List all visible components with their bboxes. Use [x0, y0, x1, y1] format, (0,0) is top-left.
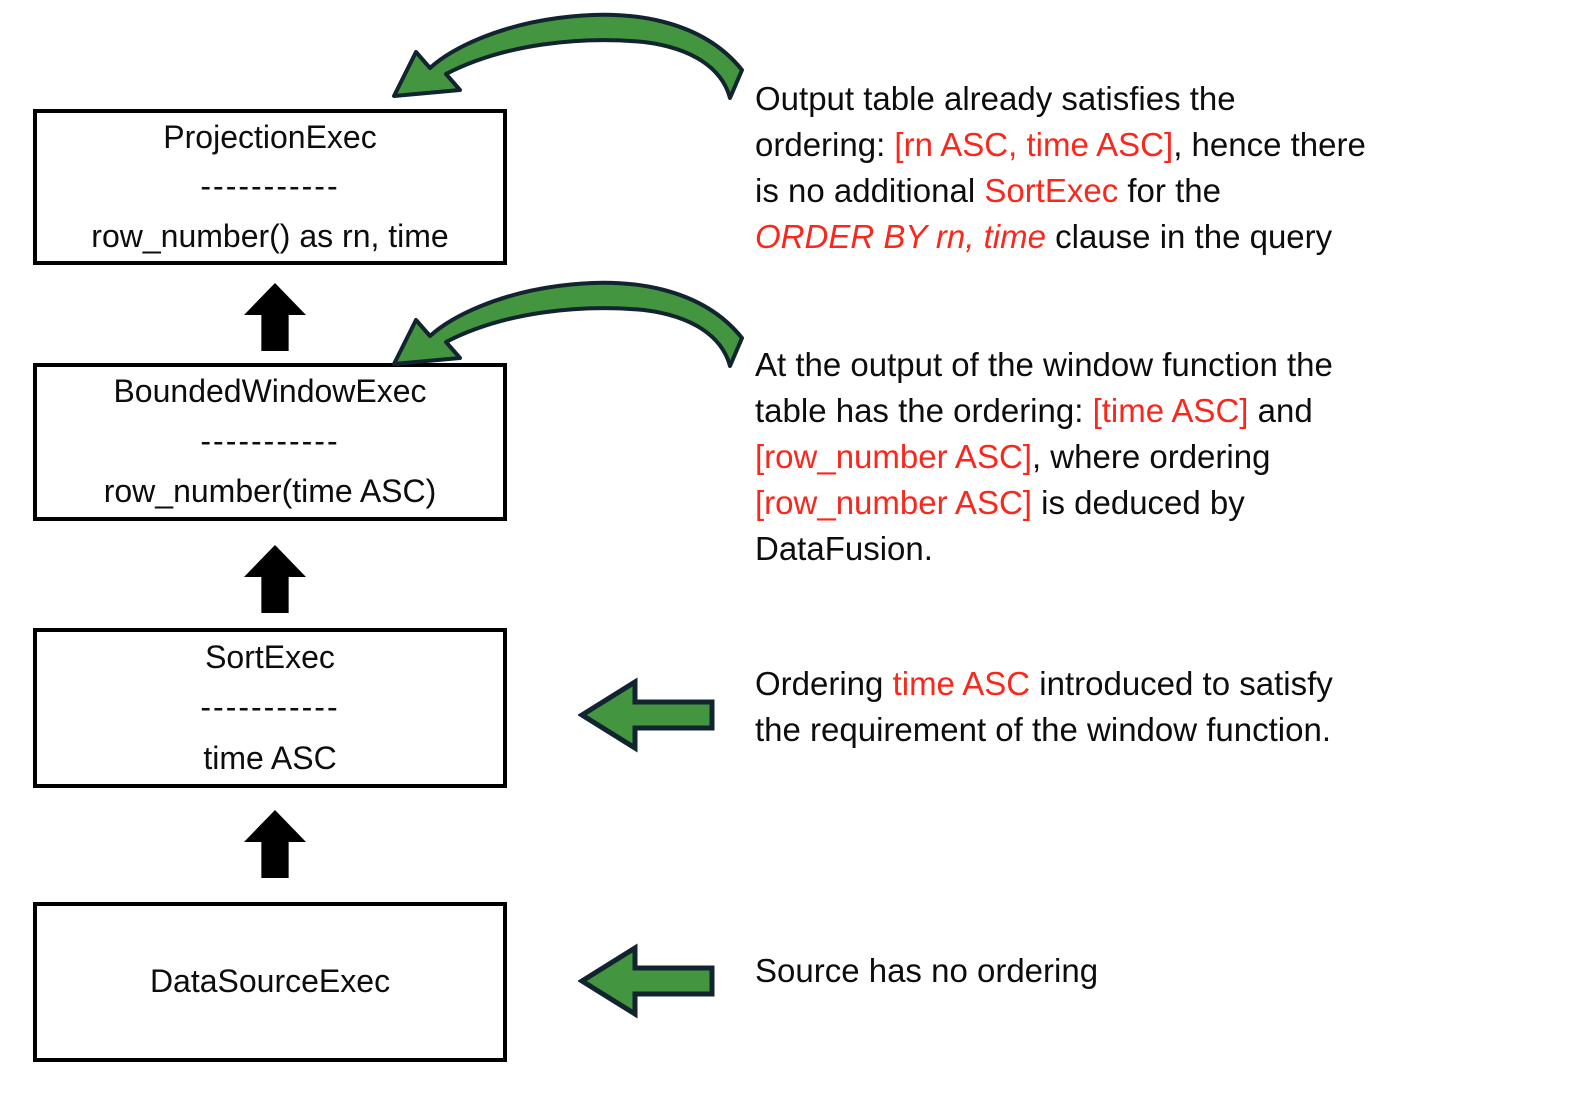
up-arrow-icon: [244, 545, 306, 613]
plan-node-divider: -----------: [200, 168, 340, 205]
plan-node-divider: -----------: [200, 689, 340, 726]
plan-node-detail: time ASC: [203, 740, 337, 777]
left-arrow-icon: [578, 677, 715, 753]
plan-node-divider: -----------: [200, 423, 340, 460]
curved-arrow-icon: [392, 12, 744, 100]
plan-node-projection-exec: ProjectionExec ----------- row_number() …: [33, 109, 507, 265]
up-arrow-icon: [244, 283, 306, 351]
plan-node-bounded-window-exec: BoundedWindowExec ----------- row_number…: [33, 363, 507, 521]
curved-arrow-icon: [392, 280, 744, 368]
plan-node-title: DataSourceExec: [149, 963, 391, 1000]
annotation-window-ordering: At the output of the window function the…: [755, 346, 1333, 567]
plan-node-detail: row_number(time ASC): [103, 473, 437, 510]
plan-node-detail: row_number() as rn, time: [91, 217, 449, 254]
left-arrow-icon: [578, 943, 715, 1019]
annotation-source-ordering: Source has no ordering: [755, 952, 1099, 989]
plan-node-sort-exec: SortExec ----------- time ASC: [33, 628, 507, 788]
plan-node-title: BoundedWindowExec: [113, 373, 427, 410]
plan-node-data-source-exec: DataSourceExec: [33, 902, 507, 1062]
plan-node-title: ProjectionExec: [163, 119, 377, 156]
up-arrow-icon: [244, 810, 306, 878]
plan-node-title: SortExec: [205, 638, 335, 675]
